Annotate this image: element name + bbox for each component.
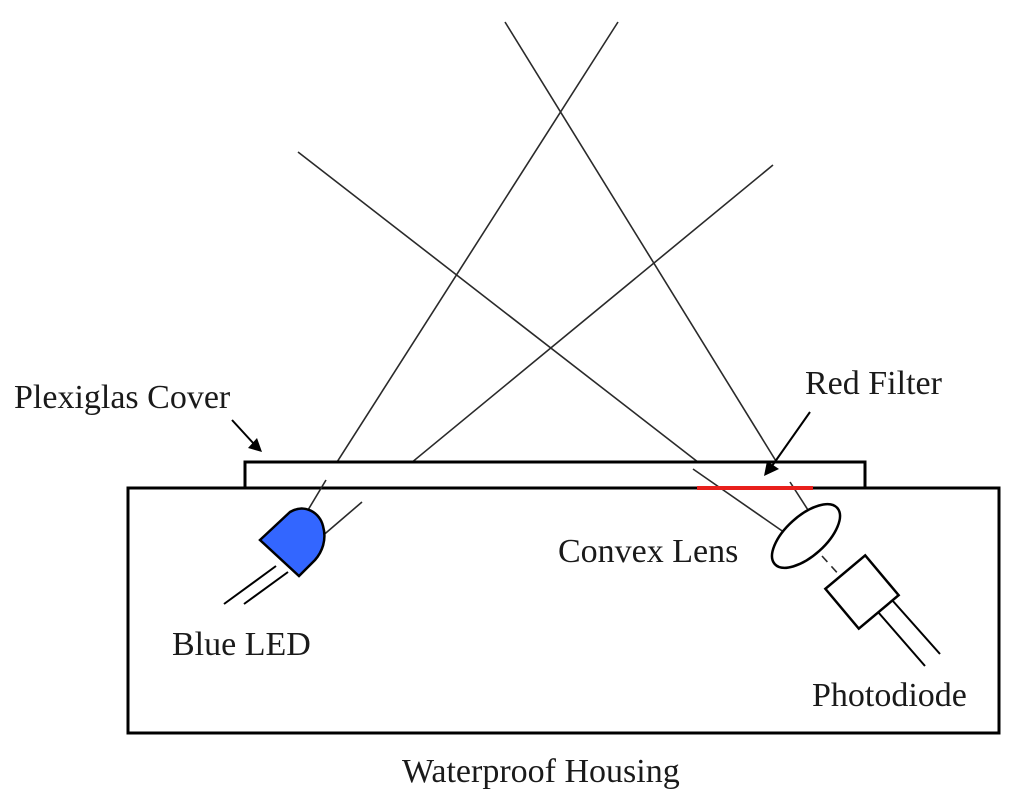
convex-lens xyxy=(770,502,842,570)
convex-lens-label: Convex Lens xyxy=(558,533,738,570)
photodiode-lead-right xyxy=(891,599,941,655)
led-inner-ray-left xyxy=(307,479,327,511)
plexiglas-arrow-shaft xyxy=(231,419,255,445)
led-body xyxy=(258,507,326,578)
waterproof-housing-label: Waterproof Housing xyxy=(402,753,680,790)
led-lead-right xyxy=(243,571,289,605)
photodiode-label: Photodiode xyxy=(812,677,967,714)
red-filter-arrow-shaft xyxy=(771,411,811,467)
photodiode-lead-left xyxy=(877,611,926,667)
inner-ray-left xyxy=(692,468,789,536)
led-inner-ray-right xyxy=(319,501,363,539)
red-filter-label: Red Filter xyxy=(805,365,943,402)
led-ray-left xyxy=(299,21,619,521)
photodiode-body xyxy=(823,553,901,631)
plexiglas-cover-label: Plexiglas Cover xyxy=(14,379,231,416)
plexiglas-cover xyxy=(243,460,867,490)
blue-led-label: Blue LED xyxy=(172,626,311,663)
lens-to-photodiode-axis xyxy=(821,555,843,579)
plexiglas-arrow-head xyxy=(248,438,262,452)
photodiode xyxy=(823,553,941,667)
red-filter-arrow-head xyxy=(764,461,779,476)
detector-ray-right xyxy=(504,21,806,509)
blue-led xyxy=(223,507,326,605)
led-lead-left xyxy=(223,565,277,605)
annotation-arrows xyxy=(231,411,811,476)
